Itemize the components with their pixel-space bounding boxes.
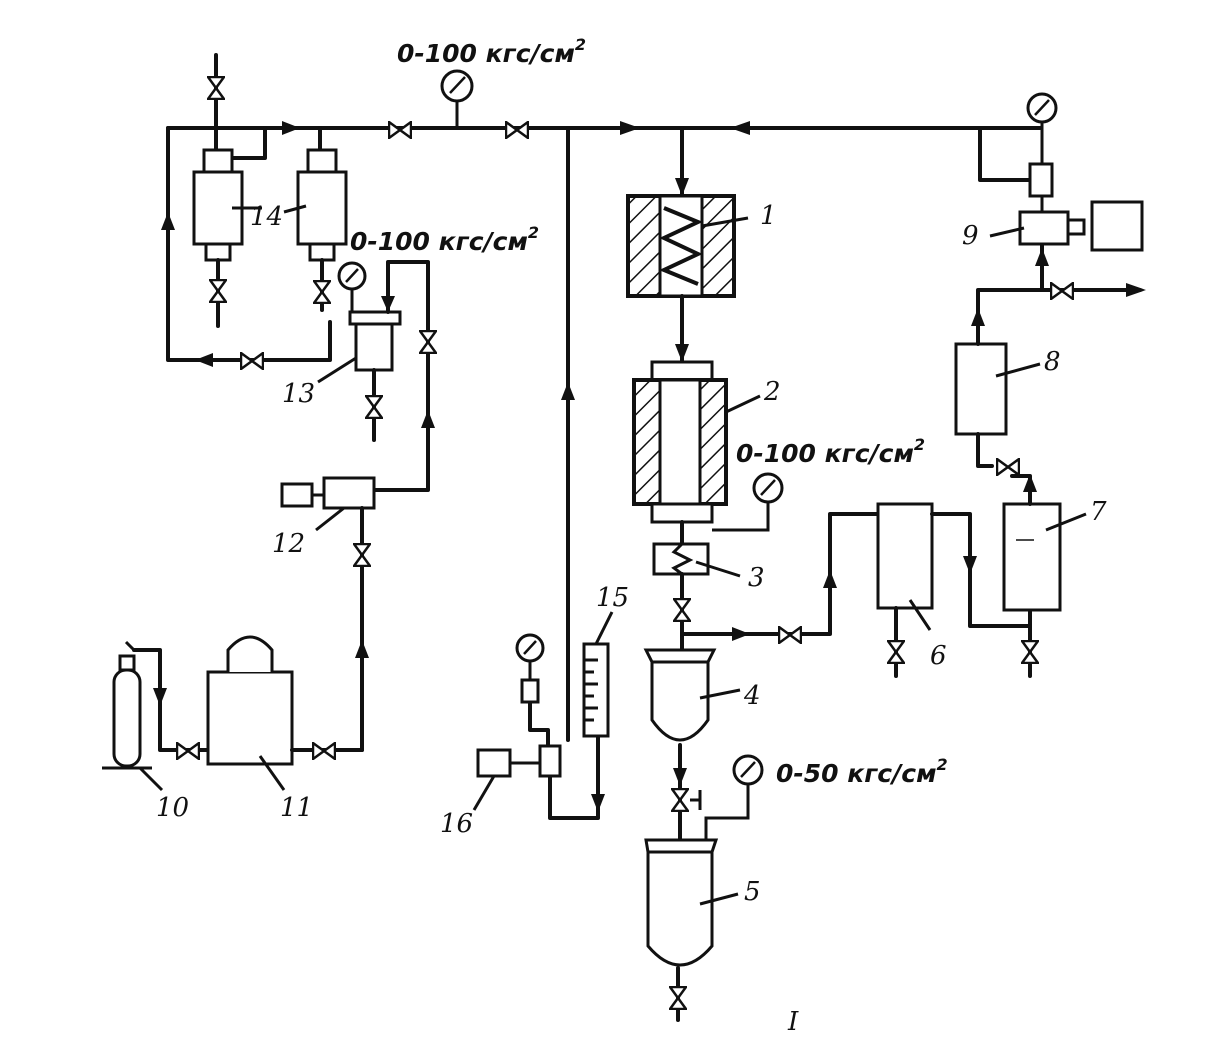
pump-16 [476, 633, 562, 778]
label-9: 9 [962, 221, 979, 251]
filter-13 [348, 260, 435, 492]
leader-9 [989, 226, 1025, 238]
valve-7-drain[interactable] [1021, 640, 1039, 664]
label-3: 3 [748, 563, 765, 593]
leader-16 [472, 775, 496, 811]
valve-10-outlet[interactable] [176, 742, 200, 760]
valve-top-inlet[interactable] [207, 76, 225, 100]
leader-7 [1045, 512, 1087, 532]
valve-11-outlet[interactable] [312, 742, 336, 760]
label-8: 8 [1044, 347, 1061, 377]
branch-to-6 [680, 512, 880, 641]
valve-vent[interactable] [1050, 282, 1074, 300]
page-mark: I [787, 1007, 799, 1037]
riser-line [528, 126, 605, 820]
heater-1 [626, 194, 736, 298]
label-7: 7 [1090, 497, 1107, 527]
valve-5-drain[interactable] [669, 986, 687, 1010]
arrow-to-1 [675, 178, 689, 196]
valve-13-inlet[interactable] [419, 330, 437, 354]
valve-14-left-drain[interactable] [209, 279, 227, 303]
leader-11 [258, 755, 286, 791]
label-5: 5 [744, 877, 761, 907]
valve-8-inlet[interactable] [996, 458, 1020, 476]
valve-14-right-drain[interactable] [313, 280, 331, 304]
pressure-gauge-top-icon [440, 69, 474, 128]
label-13: 13 [282, 379, 315, 409]
leader-6 [908, 599, 932, 631]
pressure-gauge-2-icon [712, 472, 784, 532]
separator-4 [643, 648, 717, 742]
leader-4 [699, 688, 741, 700]
leader-14 [232, 204, 307, 214]
label-4: 4 [743, 681, 761, 711]
label-11: 11 [280, 793, 313, 823]
gauge-label-top: 0-100 кгс/см2 [397, 35, 586, 68]
valve-return[interactable] [240, 352, 264, 370]
valve-to-6[interactable] [778, 626, 802, 644]
leader-10 [138, 766, 164, 792]
leader-8 [995, 362, 1041, 378]
valve-3-outlet[interactable] [673, 598, 691, 622]
arrow-to-2 [675, 344, 689, 362]
valve-12-outlet[interactable] [353, 543, 371, 567]
leader-2 [725, 394, 761, 414]
leader-5 [699, 892, 739, 906]
gauge-label-left: 0-100 кгс/см2 [350, 223, 539, 256]
gauge-label-mid: 0-100 кгс/см2 [736, 435, 925, 468]
label-16: 16 [440, 809, 473, 839]
regulator-9 [1018, 92, 1144, 252]
label-12: 12 [272, 529, 305, 559]
compressor-12 [280, 476, 376, 752]
leader-15 [594, 611, 614, 645]
label-10: 10 [156, 793, 189, 823]
label-1: 1 [760, 201, 777, 231]
vessel-11 [206, 635, 364, 766]
cooler-3 [652, 542, 710, 576]
gauge-label-low: 0-50 кгс/см2 [776, 755, 948, 788]
valve-header-right[interactable] [505, 121, 529, 139]
label-6: 6 [930, 641, 947, 671]
label-15: 15 [596, 583, 629, 613]
pressure-gauge-5-icon [704, 754, 764, 840]
vessel-7 [1002, 474, 1062, 612]
label-2: 2 [763, 377, 781, 407]
leader-13 [317, 356, 357, 384]
receiver-5 [644, 838, 719, 1022]
valve-6-drain[interactable] [887, 640, 905, 664]
leader-3 [695, 560, 741, 578]
valve-4-to-5[interactable] [671, 788, 689, 812]
leader-1 [701, 216, 749, 228]
flow-meter-15 [582, 642, 610, 738]
arrow-to-5 [673, 768, 687, 786]
reactor-2 [632, 360, 728, 524]
valve-13-drain[interactable] [365, 395, 383, 419]
label-14: 14 [250, 202, 283, 232]
pressure-gauge-13-icon [337, 261, 367, 312]
leader-12 [315, 506, 345, 532]
valve-header-left[interactable] [388, 121, 412, 139]
vessel-8 [954, 242, 1146, 468]
